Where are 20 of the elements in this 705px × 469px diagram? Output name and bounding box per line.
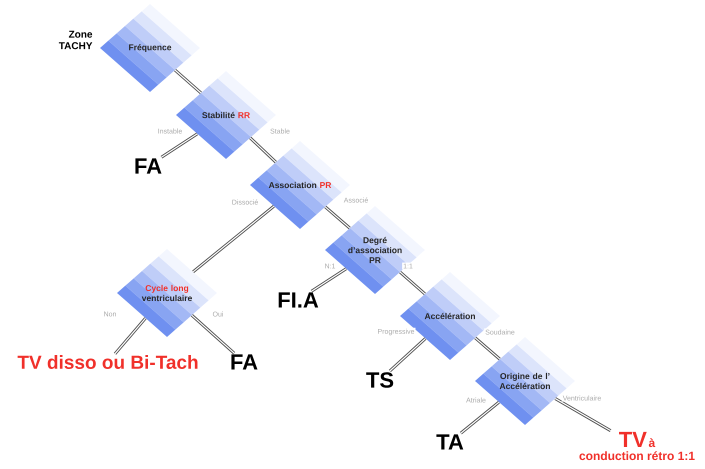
branch-line xyxy=(324,206,351,230)
branch-line xyxy=(310,268,347,292)
zone-label: Zone TACHY xyxy=(58,30,92,50)
branch-line xyxy=(190,314,236,354)
diagnosis-label: FI.A xyxy=(278,292,318,308)
diagnosis-label: TV disso ou Bi-Tach xyxy=(18,355,198,369)
branch-line xyxy=(114,317,147,355)
branch-line xyxy=(249,136,277,164)
branch-line xyxy=(192,205,275,273)
diagnosis-label: TA xyxy=(436,434,464,450)
diagnosis-label: FA xyxy=(231,354,258,370)
branch-line xyxy=(474,336,501,360)
branch-line xyxy=(399,270,426,296)
branch-line xyxy=(174,69,202,94)
branch-line xyxy=(388,337,426,372)
diagnosis-label: FA xyxy=(135,158,162,174)
branch-line xyxy=(160,132,198,158)
branch-line xyxy=(554,397,612,432)
branch-line xyxy=(460,401,500,434)
diagnosis-label: TS xyxy=(366,372,394,388)
